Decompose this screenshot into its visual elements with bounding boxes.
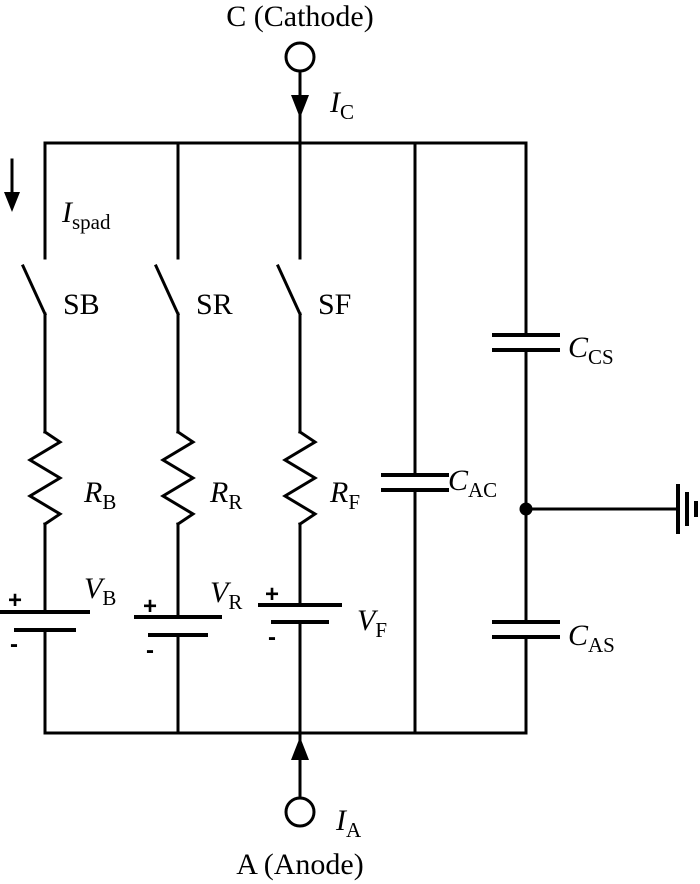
- capacitor-cas-label: CAS: [568, 619, 615, 657]
- branch-substrate: [492, 141, 678, 735]
- cathode-terminal: [284, 41, 316, 73]
- source-vr-minus: -: [146, 637, 154, 664]
- cathode-label: C (Cathode): [226, 0, 373, 33]
- anode-label: A (Anode): [236, 848, 363, 881]
- spad-current-label: Ispad: [61, 196, 111, 234]
- resistor-rb: [27, 429, 63, 527]
- switch-sf: [276, 264, 302, 316]
- capacitor-ccs-label: CCS: [568, 331, 614, 369]
- branch-b: [0, 141, 90, 735]
- resistor-rf-label: RF: [329, 476, 360, 514]
- source-vf-label: VF: [357, 604, 387, 642]
- source-vf-minus: -: [268, 624, 276, 651]
- resistor-rr: [160, 429, 196, 527]
- switch-sb-label: SB: [63, 288, 100, 321]
- capacitor-cac-label: CAC: [448, 464, 497, 502]
- source-vb-minus: -: [10, 631, 18, 658]
- switch-sr-label: SR: [196, 288, 233, 321]
- ground-icon: [676, 484, 698, 534]
- anode-current-arrow: [291, 737, 309, 760]
- source-vf-plus: +: [265, 581, 279, 608]
- branch-r: [134, 141, 222, 735]
- resistor-rb-label: RB: [83, 476, 116, 514]
- resistor-rr-label: RR: [209, 476, 242, 514]
- switch-sb: [21, 264, 47, 316]
- switch-sf-label: SF: [318, 288, 351, 321]
- spad-current-arrow: [4, 192, 20, 212]
- branch-cac: [381, 141, 449, 735]
- source-vr-plus: +: [143, 593, 157, 620]
- source-vb-plus: +: [8, 587, 22, 614]
- anode-terminal: [284, 796, 316, 828]
- switch-sr: [154, 264, 180, 316]
- resistor-rf: [282, 429, 318, 527]
- source-vr-label: VR: [210, 576, 242, 614]
- source-vb-label: VB: [84, 572, 116, 610]
- anode-current-label: IA: [335, 804, 362, 842]
- cathode-current-label: IC: [329, 86, 354, 124]
- branch-f: [258, 141, 342, 735]
- cathode-current-arrow: [291, 95, 309, 118]
